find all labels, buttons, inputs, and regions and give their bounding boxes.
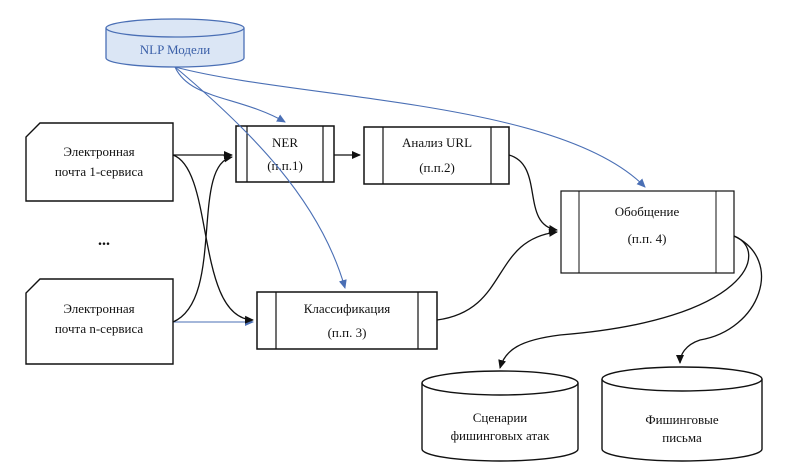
classification-name: Классификация — [304, 301, 391, 316]
summary-name: Обобщение — [615, 204, 680, 219]
link-summary-to-scenarios — [498, 235, 750, 369]
scenarios-database: Сценарии фишинговых атак — [421, 370, 579, 462]
email-source-n-line2: почта n-сервиса — [55, 321, 144, 336]
link-email1-to-classification — [172, 154, 254, 324]
phishing-emails-line1: Фишинговые — [645, 412, 719, 427]
url-analysis-process: Анализ URL (п.п.2) — [363, 126, 510, 185]
email-source-n: Электронная почта n-сервиса — [25, 278, 174, 365]
link-classification-to-summary — [436, 228, 558, 321]
classification-ref: (п.п. 3) — [328, 325, 367, 340]
link-models-to-summary — [174, 66, 646, 188]
email-source-n-line1: Электронная — [63, 301, 134, 316]
ellipsis: ... — [98, 232, 110, 249]
phishing-emails-line2: письма — [662, 430, 702, 445]
link-url-to-summary — [508, 154, 558, 233]
classification-process: Классификация (п.п. 3) — [256, 291, 438, 350]
email-source-1-line1: Электронная — [63, 144, 134, 159]
link-models-to-ner — [174, 66, 286, 123]
url-analysis-ref: (п.п.2) — [419, 160, 455, 175]
model-links — [173, 66, 646, 326]
ner-process: NER (п.п.1) — [235, 125, 335, 183]
email-source-1: Электронная почта 1-сервиса — [25, 122, 174, 202]
email-source-1-line2: почта 1-сервиса — [55, 164, 144, 179]
link-summary-to-phishing — [676, 235, 763, 364]
scenarios-line2: фишинговых атак — [451, 428, 550, 443]
scenarios-line1: Сценарии — [473, 410, 528, 425]
nlp-models-database: NLP Модели — [105, 18, 245, 68]
link-email-n-to-ner — [172, 154, 233, 323]
url-analysis-name: Анализ URL — [402, 135, 472, 150]
summary-ref: (п.п. 4) — [628, 231, 667, 246]
link-models-to-classification — [174, 66, 347, 289]
flow-links — [172, 151, 763, 369]
summary-process: Обобщение (п.п. 4) — [560, 190, 735, 274]
ner-name: NER — [272, 135, 298, 150]
phishing-emails-database: Фишинговые письма — [601, 366, 763, 462]
nlp-models-label: NLP Модели — [140, 42, 211, 57]
ner-ref: (п.п.1) — [267, 158, 303, 173]
